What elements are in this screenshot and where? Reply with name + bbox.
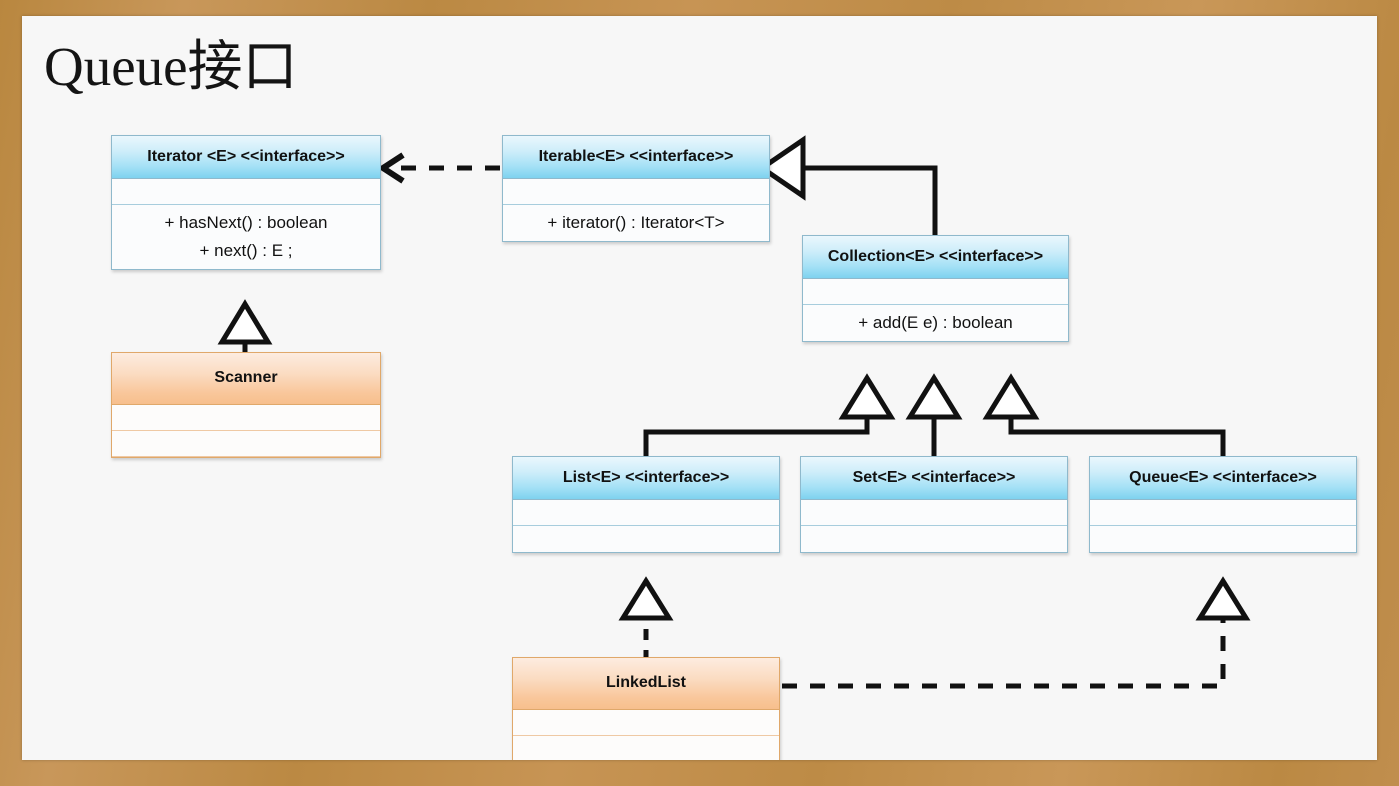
class-name: Iterator <E> bbox=[147, 148, 237, 165]
uml-header-queue: Queue<E> <<interface>> bbox=[1090, 457, 1356, 501]
uml-header-scanner: Scanner bbox=[112, 353, 380, 405]
uml-attributes-linkedlist bbox=[513, 710, 779, 736]
class-name: Queue<E> bbox=[1129, 469, 1209, 486]
uml-methods-collection: + add(E e) : boolean bbox=[803, 305, 1068, 342]
method-item: + next() : E ; bbox=[199, 241, 293, 261]
class-stereotype: <<interface>> bbox=[1212, 469, 1317, 486]
uml-methods-iterable: + iterator() : Iterator<T> bbox=[503, 205, 769, 242]
edge-linkedlist-to-queue bbox=[782, 576, 1251, 689]
uml-attributes-iterable bbox=[503, 179, 769, 206]
uml-class-iterator[interactable]: Iterator <E> <<interface>> + hasNext() :… bbox=[111, 135, 381, 271]
uml-attributes-scanner bbox=[112, 405, 380, 431]
uml-header-linkedlist: LinkedList bbox=[513, 658, 779, 710]
edge-collection-to-iterable bbox=[757, 135, 938, 237]
class-stereotype: <<interface>> bbox=[939, 248, 1044, 265]
page-title: Queue接口 bbox=[44, 36, 298, 97]
uml-attributes-set bbox=[801, 500, 1067, 527]
uml-class-collection[interactable]: Collection<E> <<interface>> + add(E e) :… bbox=[802, 235, 1069, 343]
uml-class-iterable[interactable]: Iterable<E> <<interface>> + iterator() :… bbox=[502, 135, 770, 243]
class-stereotype: <<interface>> bbox=[240, 148, 345, 165]
uml-class-set[interactable]: Set<E> <<interface>> bbox=[800, 456, 1068, 554]
uml-methods-set bbox=[801, 526, 1067, 553]
uml-header-iterator: Iterator <E> <<interface>> bbox=[112, 136, 380, 180]
uml-attributes-list bbox=[513, 500, 779, 527]
uml-methods-iterator: + hasNext() : boolean + next() : E ; bbox=[112, 205, 380, 270]
uml-attributes-collection bbox=[803, 279, 1068, 306]
class-name: Collection<E> bbox=[827, 248, 935, 265]
edge-queue-to-collection bbox=[982, 373, 1226, 458]
uml-header-collection: Collection<E> <<interface>> bbox=[803, 236, 1068, 280]
uml-methods-linkedlist bbox=[513, 736, 779, 760]
method-item: + hasNext() : boolean bbox=[164, 213, 328, 233]
uml-methods-queue bbox=[1090, 526, 1356, 553]
class-name: Set<E> bbox=[852, 469, 907, 486]
uml-attributes-iterator bbox=[112, 179, 380, 206]
class-stereotype: <<interface>> bbox=[625, 469, 730, 486]
uml-attributes-queue bbox=[1090, 500, 1356, 527]
edge-list-to-collection bbox=[643, 373, 896, 458]
uml-header-list: List<E> <<interface>> bbox=[513, 457, 779, 501]
method-item: + iterator() : Iterator<T> bbox=[547, 213, 725, 233]
edge-iterable-to-iterator bbox=[377, 152, 500, 184]
uml-class-queue[interactable]: Queue<E> <<interface>> bbox=[1089, 456, 1357, 554]
slide-canvas: Queue接口 bbox=[22, 16, 1377, 760]
uml-class-linkedlist[interactable]: LinkedList bbox=[512, 657, 780, 760]
class-name: Iterable<E> bbox=[538, 148, 625, 165]
edge-set-to-collection bbox=[905, 373, 963, 458]
class-name: LinkedList bbox=[605, 674, 686, 691]
class-stereotype: <<interface>> bbox=[911, 469, 1016, 486]
uml-header-set: Set<E> <<interface>> bbox=[801, 457, 1067, 501]
uml-header-iterable: Iterable<E> <<interface>> bbox=[503, 136, 769, 180]
uml-methods-list bbox=[513, 526, 779, 553]
uml-class-scanner[interactable]: Scanner bbox=[111, 352, 381, 458]
class-name: List<E> bbox=[562, 469, 621, 486]
class-stereotype: <<interface>> bbox=[629, 148, 734, 165]
uml-class-list[interactable]: List<E> <<interface>> bbox=[512, 456, 780, 554]
class-name: Scanner bbox=[214, 369, 278, 386]
method-item: + add(E e) : boolean bbox=[858, 313, 1013, 333]
uml-methods-scanner bbox=[112, 431, 380, 457]
edge-linkedlist-to-list bbox=[618, 576, 674, 661]
